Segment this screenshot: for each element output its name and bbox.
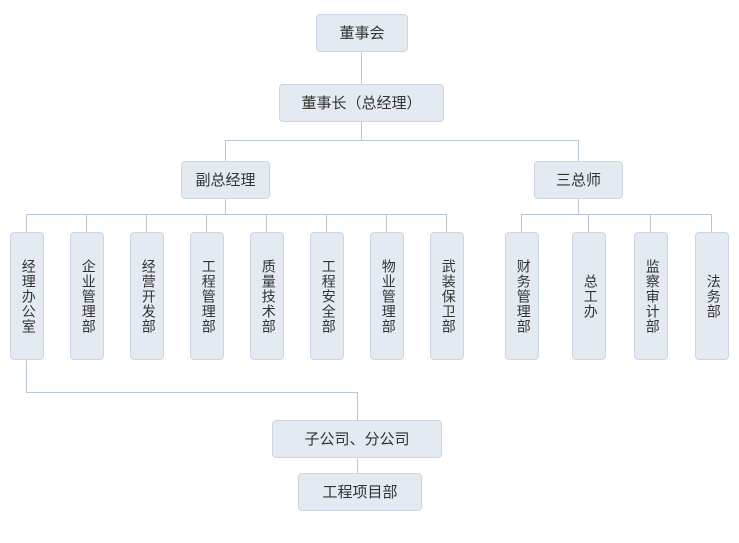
node-subsidiary-label: 子公司、分公司: [304, 429, 410, 448]
dept-left-7-label: 武装保卫部: [439, 258, 456, 334]
stem-dept-left-1: [86, 214, 87, 232]
dept-left-7[interactable]: 武装保卫部: [430, 232, 464, 360]
node-project-dept[interactable]: 工程项目部: [298, 473, 422, 511]
dept-left-5-label: 工程安全部: [319, 258, 336, 334]
stem-dept-right-1: [588, 214, 589, 232]
dept-left-5[interactable]: 工程安全部: [310, 232, 344, 360]
dept-left-0-label: 经理办公室: [19, 258, 36, 334]
connector-board-chairman: [361, 52, 362, 84]
dept-left-2[interactable]: 经营开发部: [130, 232, 164, 360]
node-chairman-label: 董事长（总经理）: [301, 93, 422, 112]
dept-right-3-label: 法务部: [704, 273, 721, 319]
node-vice-gm-label: 副总经理: [195, 170, 256, 189]
node-subsidiary[interactable]: 子公司、分公司: [272, 420, 442, 458]
dept-right-1-label: 总工办: [581, 273, 598, 319]
connector-subsidiary-project: [357, 458, 358, 473]
node-board-label: 董事会: [339, 23, 385, 42]
node-board[interactable]: 董事会: [316, 14, 408, 52]
dept-right-0-label: 财务管理部: [514, 258, 531, 334]
dept-left-1-label: 企业管理部: [79, 258, 96, 334]
connector-bottom-to-subsidiary: [357, 392, 358, 420]
dept-left-6-label: 物业管理部: [379, 258, 396, 334]
connector-chairman-down: [361, 122, 362, 140]
dept-left-0[interactable]: 经理办公室: [10, 232, 44, 360]
stem-dept-right-3: [711, 214, 712, 232]
connector-level2-bus: [225, 140, 579, 141]
node-chairman[interactable]: 董事长（总经理）: [279, 84, 444, 122]
stem-dept-left-5: [326, 214, 327, 232]
dept-left-3-label: 工程管理部: [199, 258, 216, 334]
stem-dept-right-0: [521, 214, 522, 232]
connector-vice-gm-down: [225, 199, 226, 214]
dept-left-3[interactable]: 工程管理部: [190, 232, 224, 360]
connector-three-chief-down: [578, 199, 579, 214]
stem-dept-left-7: [446, 214, 447, 232]
connector-bottom-bus: [26, 392, 358, 393]
dept-right-2[interactable]: 监察审计部: [634, 232, 668, 360]
stem-dept-left-6: [386, 214, 387, 232]
stem-dept-right-2: [650, 214, 651, 232]
stem-dept-left-3: [206, 214, 207, 232]
connector-bus-to-vice-gm: [225, 140, 226, 161]
dept-left-1[interactable]: 企业管理部: [70, 232, 104, 360]
node-vice-gm[interactable]: 副总经理: [181, 161, 270, 199]
dept-left-6[interactable]: 物业管理部: [370, 232, 404, 360]
connector-bus-to-three-chief: [578, 140, 579, 161]
node-project-dept-label: 工程项目部: [322, 482, 398, 501]
stem-dept-left-4: [266, 214, 267, 232]
node-three-chief-label: 三总师: [555, 170, 601, 189]
dept-left-4[interactable]: 质量技术部: [250, 232, 284, 360]
dept-right-2-label: 监察审计部: [643, 258, 660, 334]
stem-dept-left-2: [146, 214, 147, 232]
dept-right-0[interactable]: 财务管理部: [505, 232, 539, 360]
connector-left-edge-down: [26, 360, 27, 392]
node-three-chief[interactable]: 三总师: [534, 161, 623, 199]
connector-left-dept-bus: [26, 214, 447, 215]
dept-right-3[interactable]: 法务部: [695, 232, 729, 360]
connector-right-dept-bus: [521, 214, 711, 215]
dept-right-1[interactable]: 总工办: [572, 232, 606, 360]
stem-dept-left-0: [26, 214, 27, 232]
dept-left-2-label: 经营开发部: [139, 258, 156, 334]
dept-left-4-label: 质量技术部: [259, 258, 276, 334]
